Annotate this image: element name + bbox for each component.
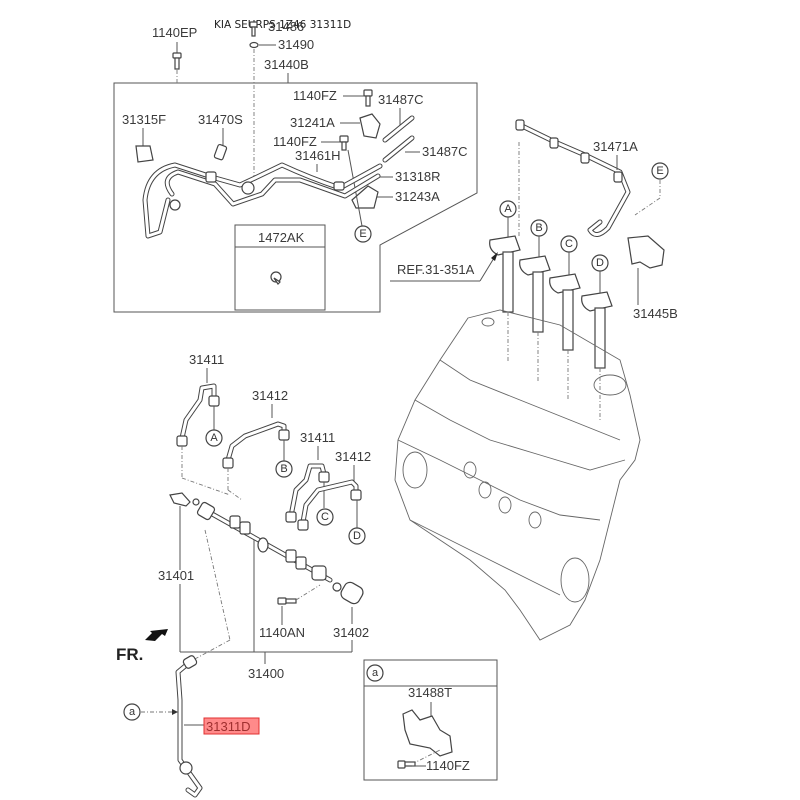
washer-31490-icon [249, 41, 259, 49]
label-31471a[interactable]: 31471A [593, 139, 638, 154]
arrow-icon [491, 252, 498, 261]
label-31461h[interactable]: 31461H [295, 148, 341, 163]
callout-a-pipe[interactable] [123, 703, 141, 721]
clip-31315f-icon [135, 145, 154, 163]
injector-a: A [489, 140, 521, 313]
svg-text:a: a [372, 667, 379, 679]
clip-1472ak-icon [270, 271, 282, 285]
svg-text:a: a [129, 706, 136, 718]
bolt-1140fz-top-icon [363, 89, 373, 107]
diagram-title: KIA SEURPS 1Z46 31311D [214, 19, 351, 31]
label-31311d[interactable]: 31311D [206, 719, 251, 734]
callout-a-rail[interactable] [205, 429, 223, 447]
bolt-1140an-icon [277, 597, 297, 605]
arrow-head-icon [172, 709, 178, 715]
injector-group: 31471A E 31445B A B C [390, 119, 678, 369]
label-31241a[interactable]: 31241A [290, 115, 335, 130]
label-31440b[interactable]: 31440B [264, 57, 309, 72]
callout-e-top[interactable] [354, 225, 372, 243]
bracket-31243a-icon [351, 185, 379, 209]
label-31315f[interactable]: 31315F [122, 112, 166, 127]
top-box-frame [113, 82, 478, 313]
detail-box-a: a 31488T 1140FZ [363, 659, 498, 781]
label-31488t[interactable]: 31488T [408, 685, 452, 700]
bolt-31486-icon [249, 21, 258, 37]
label-31401[interactable]: 31401 [158, 568, 194, 583]
bracket-31488t-icon [402, 709, 453, 757]
svg-text:D: D [353, 530, 361, 542]
label-31470s[interactable]: 31470S [198, 112, 243, 127]
fuel-rail-group: 31411 A 31412 B 31411 C 31412 [158, 352, 371, 681]
svg-text:A: A [504, 203, 512, 215]
svg-text:C: C [565, 238, 573, 250]
inset-box-1472ak [234, 224, 326, 311]
label-1140ep[interactable]: 1140EP [152, 25, 197, 40]
ref-label-31-351a[interactable]: REF.31-351A [397, 262, 475, 277]
bolt-1140ep-icon [172, 52, 182, 70]
bracket-31241a-icon [359, 113, 381, 139]
bolt-1140fz-mid-icon [339, 135, 349, 151]
label-31402[interactable]: 31402 [333, 625, 369, 640]
label-31412-b[interactable]: 31412 [252, 388, 288, 403]
injector-c: C [549, 235, 581, 351]
callout-a-detail [366, 664, 384, 682]
label-31487c-top[interactable]: 31487C [378, 92, 424, 107]
label-31243a[interactable]: 31243A [395, 189, 440, 204]
callout-b-rail[interactable] [275, 460, 293, 478]
label-1140fz-mid[interactable]: 1140FZ [273, 134, 317, 149]
return-hose-assembly [142, 162, 383, 239]
label-31486[interactable]: 31486 [268, 19, 304, 34]
svg-text:D: D [596, 257, 604, 269]
svg-text:E: E [656, 165, 663, 177]
svg-text:B: B [280, 463, 287, 475]
bracket-31445b-icon [627, 235, 665, 269]
callout-d-rail[interactable] [348, 527, 366, 545]
highlight-31311d [203, 717, 260, 735]
callout-c-rail[interactable] [316, 508, 334, 526]
connector-31487c-icon [382, 115, 415, 163]
svg-text:E: E [359, 228, 366, 240]
bolt-1140fz-detail-icon [397, 760, 416, 769]
label-31318r[interactable]: 31318R [395, 169, 441, 184]
injector-d: D [581, 254, 613, 369]
svg-text:B: B [535, 222, 542, 234]
svg-text:C: C [321, 511, 329, 523]
label-1472ak[interactable]: 1472AK [258, 230, 305, 245]
pressure-valve-31402-icon [332, 581, 364, 605]
label-31445b[interactable]: 31445B [633, 306, 678, 321]
label-31411-c[interactable]: 31411 [300, 430, 335, 445]
svg-text:A: A [210, 432, 218, 444]
return-pipe-group: a 31311D [123, 655, 260, 798]
injector-b: B [519, 219, 551, 333]
label-31411-a[interactable]: 31411 [189, 352, 224, 367]
label-fr: FR. [116, 645, 143, 664]
label-31400[interactable]: 31400 [248, 666, 284, 681]
common-rail-icon [196, 501, 333, 583]
label-31487c-mid[interactable]: 31487C [422, 144, 468, 159]
label-31490[interactable]: 31490 [278, 37, 314, 52]
label-1140fz-top[interactable]: 1140FZ [293, 88, 337, 103]
front-arrow-icon [145, 629, 168, 641]
label-1140an[interactable]: 1140AN [259, 625, 305, 640]
label-1140fz-detail[interactable]: 1140FZ [426, 758, 470, 773]
label-31412-d[interactable]: 31412 [335, 449, 371, 464]
pressure-sensor-31401-icon [169, 492, 200, 507]
callout-e-right[interactable] [651, 162, 669, 180]
front-indicator: FR. [116, 629, 168, 664]
engine-block [394, 309, 641, 641]
top-box-group: 1140EP 31486 31490 31440B 1140FZ 31487C … [113, 19, 478, 313]
sensor-31470s-icon [213, 144, 228, 161]
